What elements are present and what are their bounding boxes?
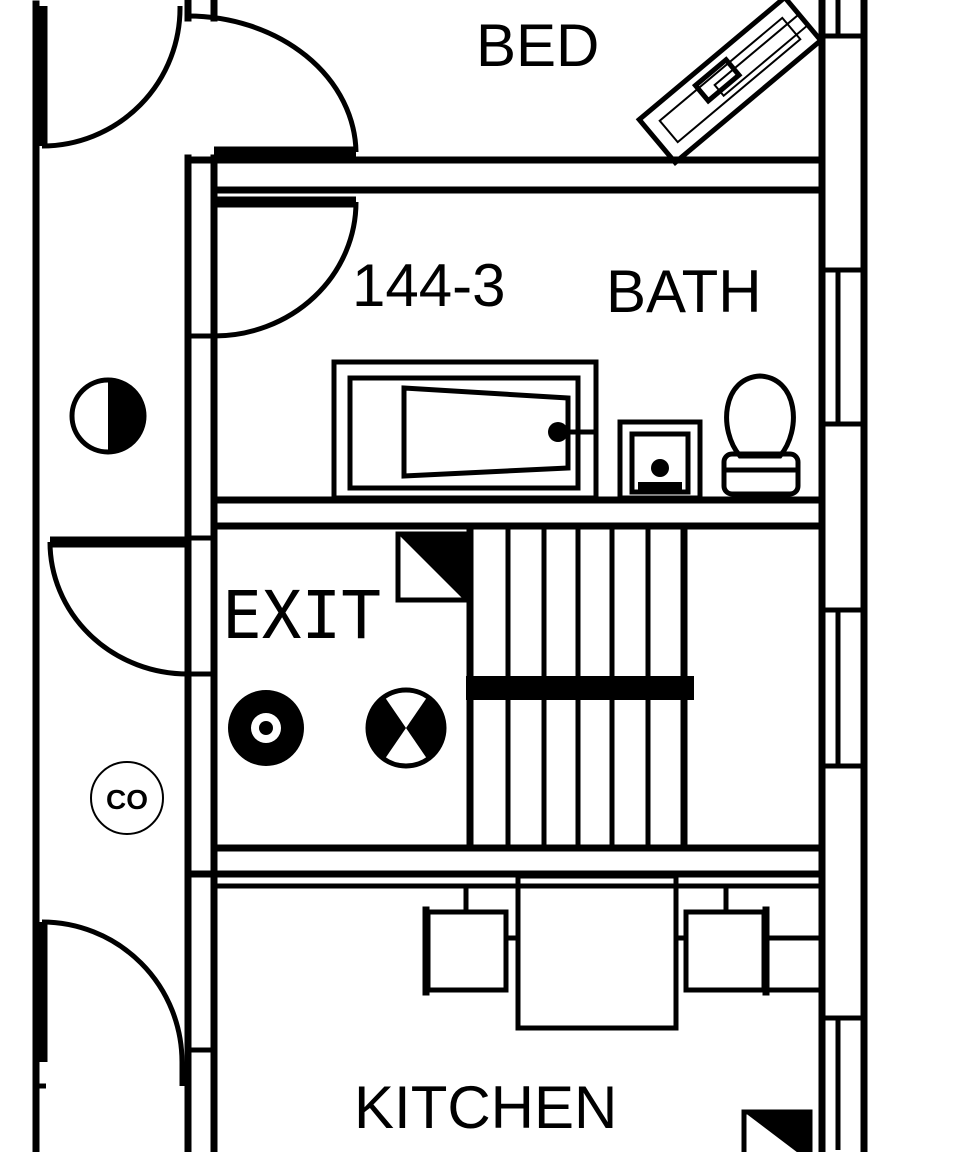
sink bbox=[617, 419, 703, 501]
ring-dot-icon bbox=[228, 690, 304, 766]
diagonal-square-icon bbox=[395, 531, 467, 603]
bathtub bbox=[331, 359, 599, 501]
kitchen-table-set bbox=[214, 873, 822, 1031]
room-label-bed: BED bbox=[476, 12, 599, 79]
windows bbox=[822, 0, 864, 1150]
walls bbox=[32, 0, 868, 1152]
co-detector-icon bbox=[90, 761, 164, 835]
co-detector-label: CO bbox=[106, 784, 148, 815]
room-label-bath: BATH bbox=[606, 258, 762, 325]
unit-number: 144-3 bbox=[352, 252, 505, 319]
room-label-kitchen: KITCHEN bbox=[354, 1074, 617, 1141]
doors bbox=[36, 5, 359, 1089]
room-label-exit: EXIT bbox=[222, 577, 381, 654]
toilet bbox=[721, 373, 801, 497]
half-filled-circle-icon bbox=[69, 377, 147, 455]
x-circle-icon bbox=[365, 687, 447, 769]
diagonal-square-icon bbox=[741, 1109, 813, 1152]
bed-fixture bbox=[635, 0, 825, 167]
stairs bbox=[466, 522, 694, 852]
